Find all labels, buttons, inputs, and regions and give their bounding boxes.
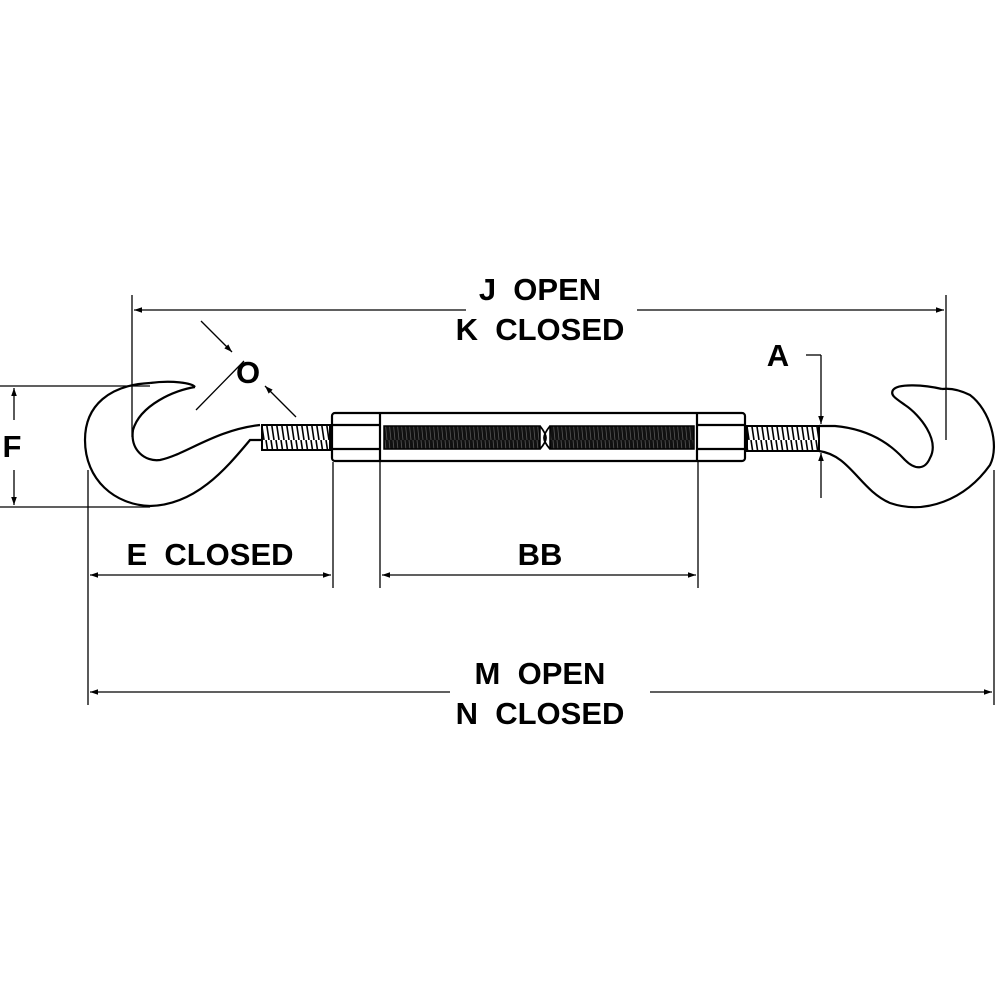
body-inner-threads-right xyxy=(549,425,695,450)
label-a: A xyxy=(767,338,789,373)
label-n-closed: N CLOSED xyxy=(456,696,625,731)
label-f: F xyxy=(3,429,22,464)
label-e-closed: E CLOSED xyxy=(126,537,293,572)
right-threaded-rod xyxy=(746,425,820,452)
label-bb: BB xyxy=(518,537,563,572)
body-center-divider xyxy=(539,425,551,450)
body-inner-threads-left xyxy=(383,425,541,450)
label-o: O xyxy=(236,355,260,390)
label-k-closed: K CLOSED xyxy=(456,312,625,347)
right-hook xyxy=(818,384,995,509)
left-threaded-rod xyxy=(261,424,331,451)
label-m-open: M OPEN xyxy=(475,656,606,691)
left-hook xyxy=(83,380,262,508)
label-j-open: J OPEN xyxy=(479,272,601,307)
dimension-lines xyxy=(0,295,995,705)
